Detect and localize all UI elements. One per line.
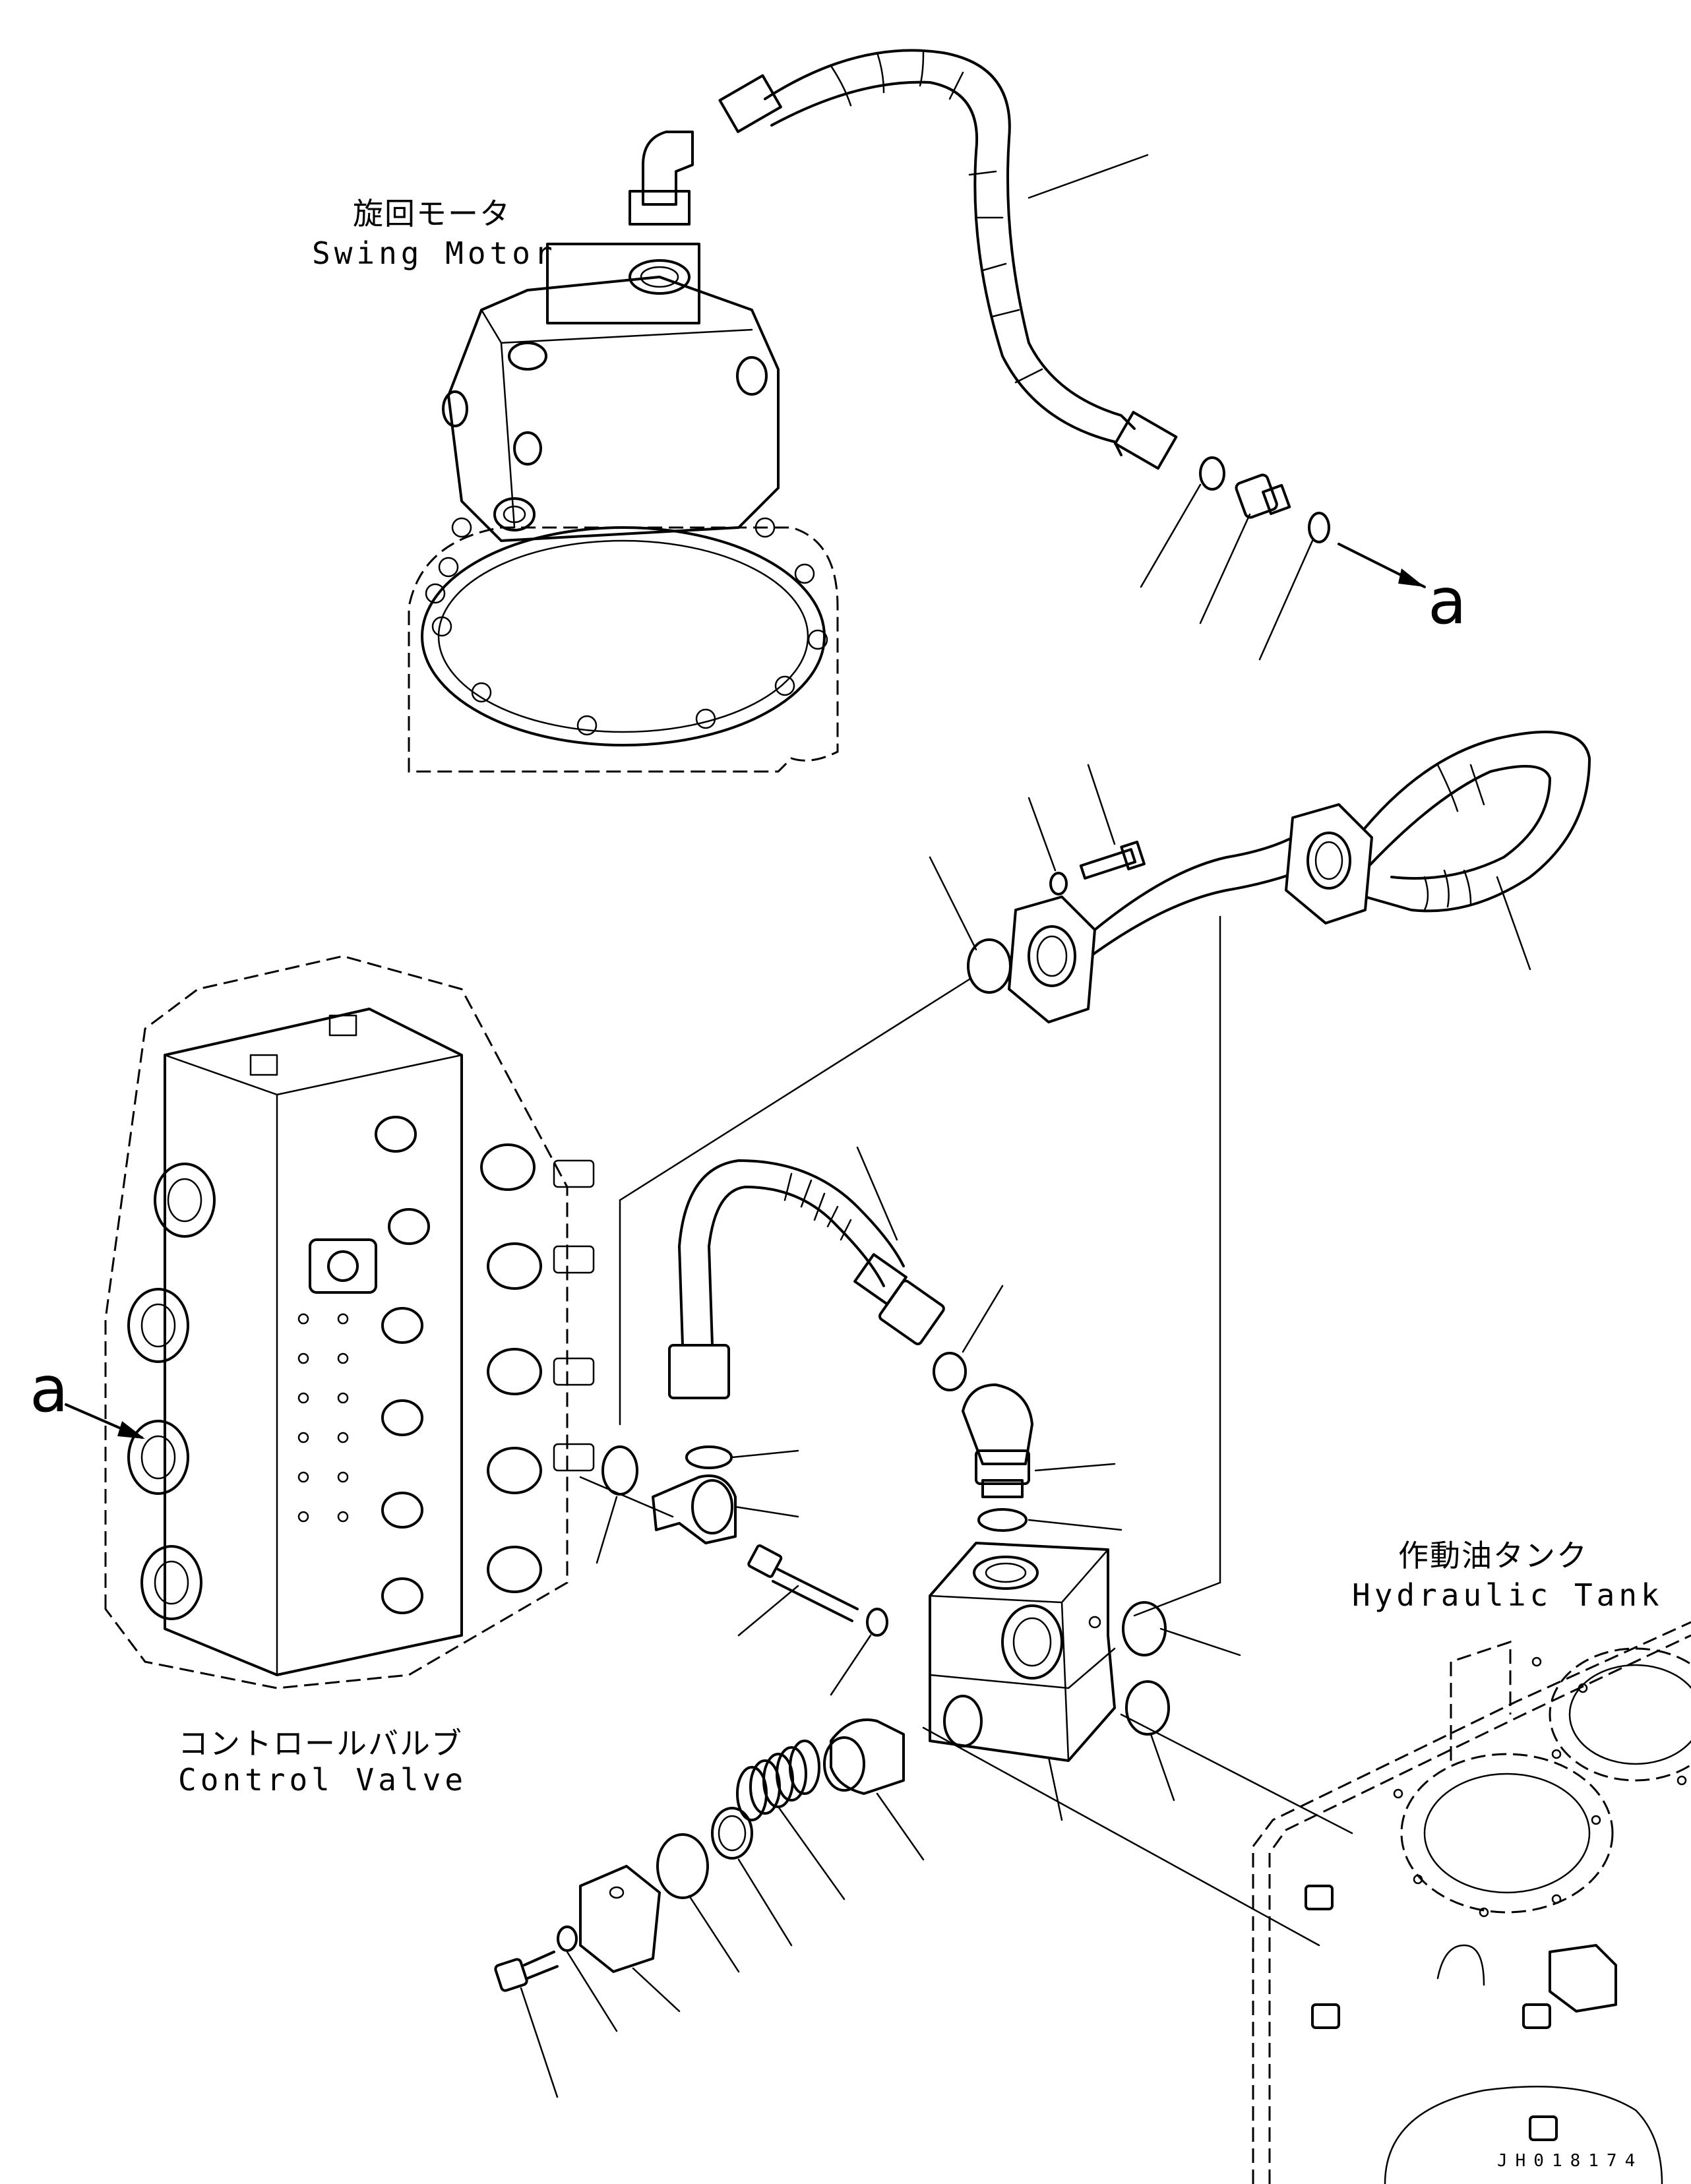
hydraulic-tank (1252, 1621, 1691, 2184)
leader-line (1159, 1627, 1241, 1656)
leader-line (619, 978, 971, 1201)
o-ring (1125, 1680, 1170, 1736)
leader-line (1120, 1713, 1353, 1835)
relief-valve-parts (494, 1718, 1320, 2098)
hose-top (718, 49, 1178, 470)
valve-block (929, 1542, 1116, 1821)
fittings-top-right (1140, 456, 1426, 661)
drawing-code: JH018174 (1497, 2151, 1643, 2171)
hydraulic-tank-label-jp: 作動油タンク (1398, 1538, 1588, 1573)
control-valve-label-jp: コントロールバルブ (178, 1726, 463, 1761)
swing-motor-label-jp: 旋回モータ (353, 196, 511, 231)
reference-a-top: a (1428, 564, 1467, 638)
reference-a-left: a (30, 1352, 69, 1426)
leader-line (579, 1476, 674, 1518)
swing-motor (408, 131, 839, 773)
control-valve-label-en: Control Valve (178, 1762, 467, 1798)
block-fittings (596, 1285, 1122, 1696)
leader-line (1150, 1733, 1175, 1802)
hydraulic-tank-label-en: Hydraulic Tank (1352, 1577, 1663, 1613)
swing-motor-label-en: Swing Motor (312, 235, 557, 271)
control-valve (104, 955, 595, 1689)
flanged-hose (929, 731, 1591, 1023)
hose-center (668, 1146, 945, 1399)
leader-line (1133, 1581, 1221, 1617)
reference-a-arrowhead (117, 1421, 145, 1439)
o-ring (1122, 1601, 1167, 1656)
